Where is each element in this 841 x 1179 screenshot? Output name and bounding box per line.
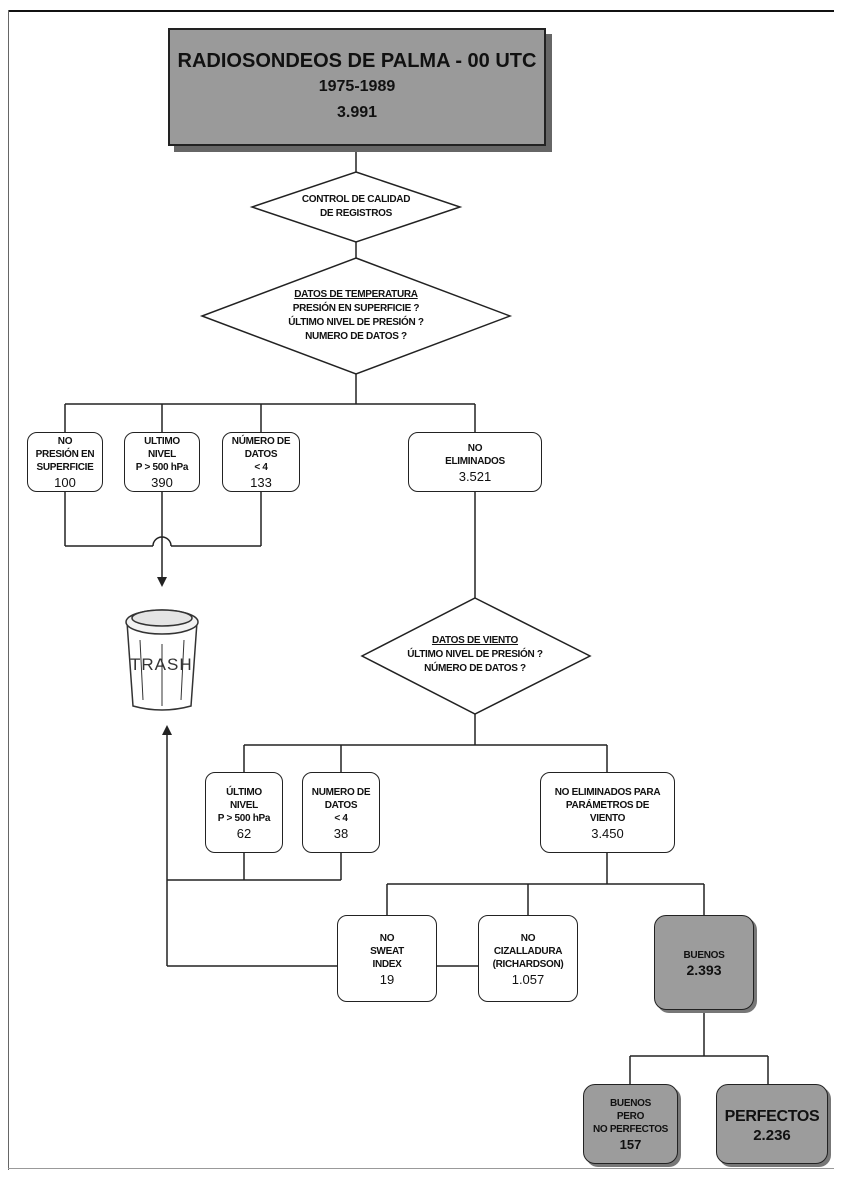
box-line: PARÁMETROS DE	[565, 799, 650, 811]
box-line: BUENOS	[683, 949, 725, 961]
box-no-sweat: NO SWEAT INDEX 19	[337, 915, 437, 1002]
quality-diamond	[249, 171, 463, 243]
box-numero-datos-temp: NÚMERO DE DATOS < 4 133	[222, 432, 300, 492]
box-value: 3.521	[458, 468, 492, 484]
temperature-line2: ÚLTIMO NIVEL DE PRESIÓN ?	[288, 317, 424, 328]
box-line: NUMERO DE	[311, 786, 371, 798]
box-value: 3.450	[591, 825, 624, 841]
box-line: NO	[467, 442, 483, 454]
box-value: 100	[54, 475, 76, 490]
box-line: < 4	[254, 462, 268, 473]
title-line1: RADIOSONDEOS DE PALMA - 00 UTC	[177, 50, 537, 72]
box-ultimo-nivel-temp: ULTIMO NIVEL P > 500 hPa 390	[124, 432, 200, 492]
temperature-line1: PRESIÓN EN SUPERFICIE ?	[292, 303, 420, 314]
box-line: PRESIÓN EN	[35, 449, 95, 460]
box-line: NO	[57, 436, 73, 447]
box-line: NÚMERO DE	[231, 436, 291, 447]
quality-line1: CONTROL DE CALIDAD	[301, 194, 411, 205]
box-line: SWEAT	[370, 945, 404, 957]
box-line: (RICHARDSON)	[492, 958, 564, 970]
temperature-diamond	[199, 257, 513, 375]
frame-bottom-rule	[8, 1168, 834, 1169]
box-line: SUPERFICIE	[36, 462, 94, 473]
box-numero-datos-wind: NUMERO DE DATOS < 4 38	[302, 772, 380, 853]
box-line: ULTIMO	[144, 436, 180, 447]
quality-line2: DE REGISTROS	[320, 208, 392, 219]
box-value: 157	[619, 1137, 642, 1152]
wind-line1: ÚLTIMO NIVEL DE PRESIÓN ?	[407, 649, 543, 660]
box-line: CIZALLADURA	[493, 945, 563, 957]
box-buenos: BUENOS 2.393	[654, 915, 754, 1010]
quality-diamond-label: CONTROL DE CALIDAD DE REGISTROS	[270, 193, 442, 221]
box-value: 133	[250, 475, 272, 490]
box-line: P > 500 hPa	[135, 462, 189, 473]
temperature-line3: NUMERO DE DATOS ?	[305, 331, 407, 342]
box-line: NIVEL	[230, 799, 258, 811]
box-line: ÚLTIMO	[226, 786, 262, 798]
trash-label: TRASH	[130, 655, 193, 674]
box-line: PERO	[616, 1111, 645, 1122]
box-value: 19	[379, 971, 395, 987]
box-line: NO PERFECTOS	[592, 1124, 669, 1135]
box-line: NO	[520, 932, 536, 944]
wind-heading: DATOS DE VIENTO	[431, 635, 519, 646]
box-no-eliminados-viento: NO ELIMINADOS PARA PARÁMETROS DE VIENTO …	[540, 772, 675, 853]
frame-left-rule	[8, 10, 9, 1170]
wind-diamond-label: DATOS DE VIENTO ÚLTIMO NIVEL DE PRESIÓN …	[385, 634, 565, 676]
box-line: PERFECTOS	[724, 1107, 820, 1125]
frame-top-rule	[8, 10, 834, 12]
trash-can-icon	[125, 609, 199, 711]
title-box: RADIOSONDEOS DE PALMA - 00 UTC 1975-1989…	[168, 28, 546, 146]
box-value: 38	[333, 825, 349, 841]
title-total: 3.991	[336, 104, 378, 121]
box-no-presion: NO PRESIÓN EN SUPERFICIE 100	[27, 432, 103, 492]
box-line: DATOS	[324, 799, 358, 811]
box-value: 1.057	[511, 971, 545, 987]
title-years: 1975-1989	[318, 78, 396, 95]
box-no-eliminados: NO ELIMINADOS 3.521	[408, 432, 542, 492]
box-line: NO	[379, 932, 395, 944]
box-line: NIVEL	[148, 449, 176, 460]
temperature-diamond-label: DATOS DE TEMPERATURA PRESIÓN EN SUPERFIC…	[236, 288, 476, 344]
box-buenos-no-perfectos: BUENOS PERO NO PERFECTOS 157	[583, 1084, 678, 1164]
box-value: 2.393	[686, 961, 722, 978]
box-ultimo-nivel-wind: ÚLTIMO NIVEL P > 500 hPa 62	[205, 772, 283, 853]
box-value: 62	[236, 825, 252, 841]
box-no-cizalladura: NO CIZALLADURA (RICHARDSON) 1.057	[478, 915, 578, 1002]
box-perfectos: PERFECTOS 2.236	[716, 1084, 828, 1164]
box-line: VIENTO	[589, 812, 626, 824]
temperature-heading: DATOS DE TEMPERATURA	[294, 289, 418, 300]
box-line: < 4	[334, 812, 348, 824]
box-line: ELIMINADOS	[445, 455, 505, 467]
wind-diamond	[360, 597, 592, 715]
box-line: NO ELIMINADOS PARA	[554, 786, 661, 798]
box-line: P > 500 hPa	[217, 812, 271, 824]
box-value: 390	[151, 475, 173, 490]
box-line: INDEX	[372, 958, 402, 970]
box-line: DATOS	[244, 449, 278, 460]
wind-line2: NÚMERO DE DATOS ?	[424, 663, 526, 674]
box-value: 2.236	[753, 1126, 791, 1144]
line-jump	[152, 536, 172, 547]
box-line: BUENOS	[610, 1098, 651, 1109]
